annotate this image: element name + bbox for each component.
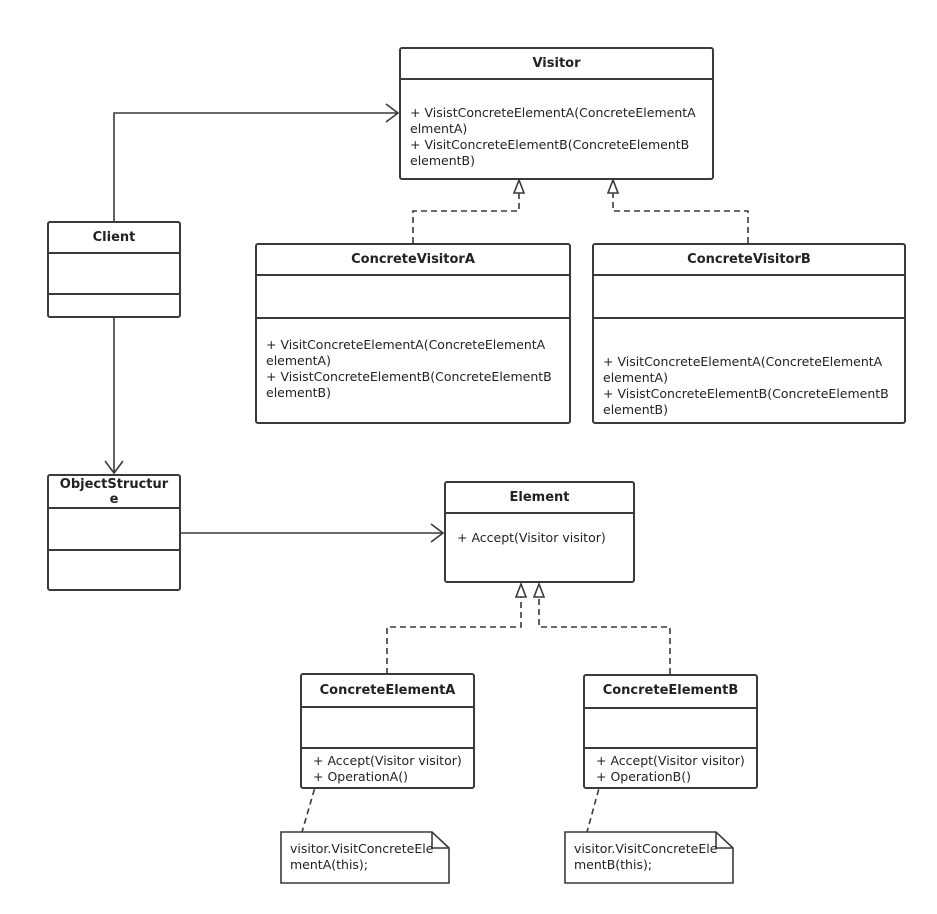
concrete-element-a-class[interactable]: ConcreteElementA + Accept(Visitor visito… [300,673,475,789]
operation: + Accept(Visitor visitor) [596,753,745,768]
note-a[interactable]: visitor.VisitConcreteEle mentA(this); [281,833,449,883]
attributes-compartment [257,276,569,319]
operation: + Accept(Visitor visitor) [457,530,606,545]
operation: + VisitConcreteElementB(ConcreteElementB… [410,137,690,168]
realization-arrowhead-element-left [514,581,528,598]
concrete-visitor-a-class[interactable]: ConcreteVisitorA + VisitConcreteElementA… [255,243,571,424]
client-objectstructure-arrowhead [104,460,124,475]
note-b-shape [564,831,734,884]
client-class[interactable]: Client [47,221,181,318]
concrete-visitor-b-class[interactable]: ConcreteVisitorB + VisitConcreteElementA… [592,243,906,424]
operation: + OperationB() [596,769,691,784]
operations-compartment: + Accept(Visitor visitor) + OperationB() [585,749,756,785]
concretevisitorb-realization-line [612,193,749,243]
attributes-compartment [585,709,756,749]
element-class[interactable]: Element + Accept(Visitor visitor) [444,481,635,583]
visitor-class[interactable]: Visitor + VisistConcreteElementA(Concret… [399,47,714,180]
client-visitor-association [113,112,398,222]
note-text: visitor.VisitConcreteEle mentA(this); [290,841,434,872]
object-structure-class[interactable]: ObjectStructur e [47,474,181,591]
attributes-compartment [49,509,179,551]
client-visitor-arrowhead [385,103,400,123]
operations-compartment: + Accept(Visitor visitor) [446,514,633,546]
class-name: ConcreteElementB [602,683,739,698]
realization-arrowhead-visitor-left [512,177,526,194]
concretevisitora-realization-line [412,193,520,243]
realization-arrowhead-element-right [532,581,546,598]
class-name: ConcreteElementA [319,683,456,698]
concrete-element-b-class[interactable]: ConcreteElementB + Accept(Visitor visito… [583,674,758,789]
operations-compartment: + VisistConcreteElementA(ConcreteElement… [401,80,712,169]
operation: + VisitConcreteElementA(ConcreteElementA… [603,354,883,385]
operation: + Accept(Visitor visitor) [313,753,462,768]
class-name: ConcreteVisitorA [351,252,475,267]
note-b[interactable]: visitor.VisitConcreteEle mentB(this); [565,833,733,883]
operations-compartment: + Accept(Visitor visitor) + OperationA() [302,749,473,785]
attributes-compartment [49,254,179,295]
note-a-shape [280,831,450,884]
attributes-compartment [594,276,904,319]
note-b-fold [715,832,733,849]
operation: + VisistConcreteElementB(ConcreteElement… [266,369,552,400]
class-name: Client [92,230,136,245]
concreteelementa-realization-line [386,597,522,674]
class-name: ConcreteVisitorB [687,252,811,267]
objectstructure-element-arrowhead [430,523,445,543]
class-name: Element [509,490,570,505]
note-text: visitor.VisitConcreteEle mentB(this); [574,841,718,872]
operations-compartment: + VisitConcreteElementA(ConcreteElementA… [257,319,569,401]
operations-compartment: + VisitConcreteElementA(ConcreteElementA… [594,319,904,418]
operation: + OperationA() [313,769,408,784]
note-a-fold [431,832,449,849]
operation: + VisistConcreteElementA(ConcreteElement… [410,105,696,136]
attributes-compartment [302,708,473,749]
realization-arrowhead-visitor-right [606,177,620,194]
operation: + VisitConcreteElementA(ConcreteElementA… [266,337,546,368]
class-name: Visitor [532,56,581,71]
operation: + VisistConcreteElementB(ConcreteElement… [603,386,889,417]
concreteelementb-realization-line [538,597,671,674]
class-name: ObjectStructur e [59,477,169,507]
